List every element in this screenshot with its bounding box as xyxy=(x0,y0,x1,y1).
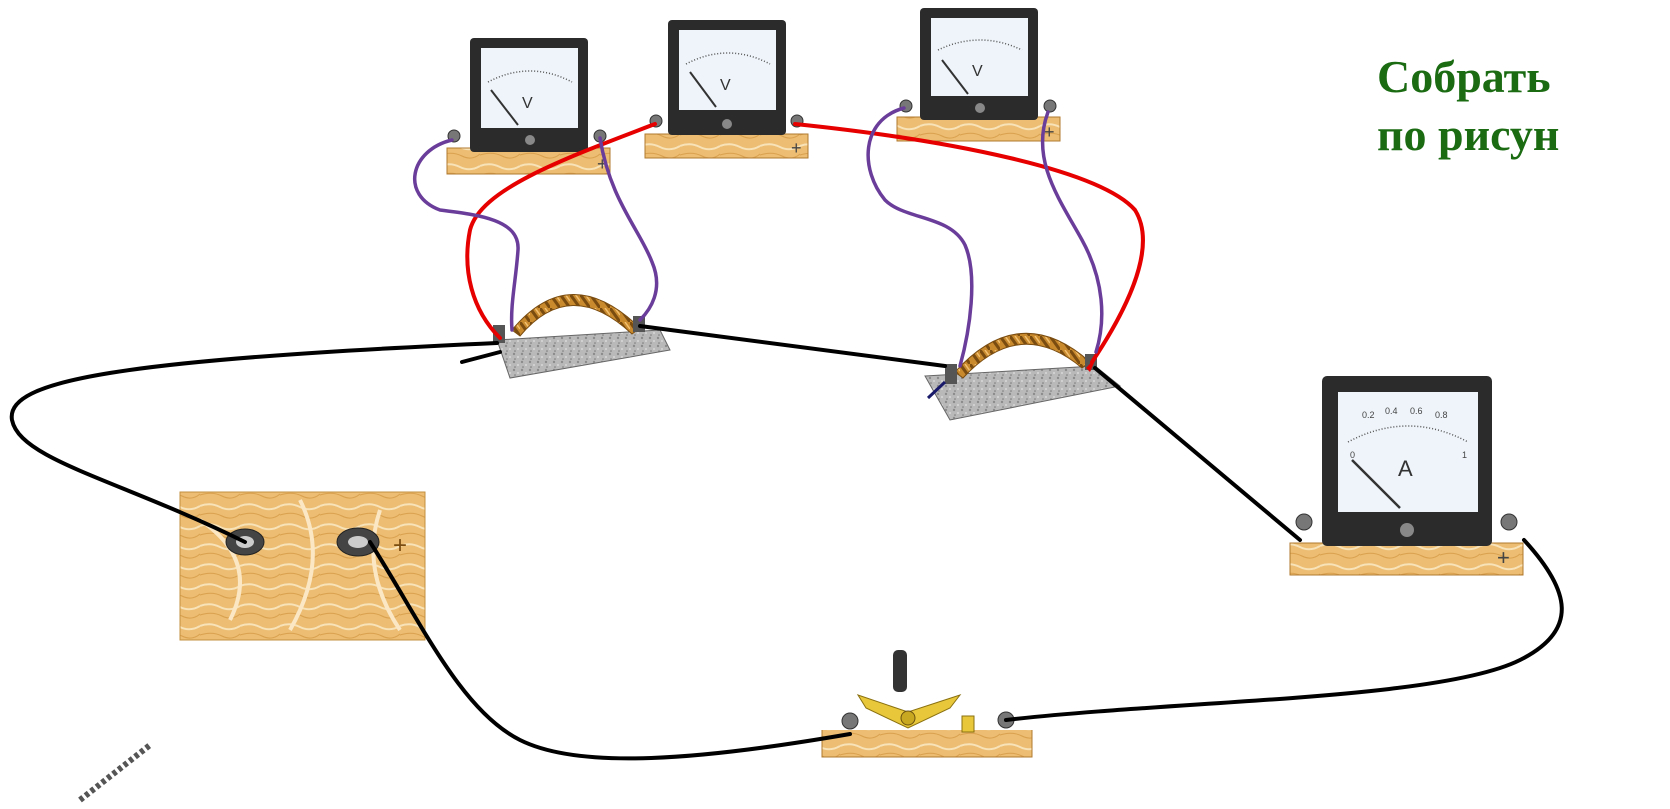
wire-switch-to-battery[interactable] xyxy=(368,540,852,761)
voltmeter-base xyxy=(644,133,809,159)
voltmeter-symbol: V xyxy=(972,63,983,80)
needle xyxy=(1351,459,1401,509)
wire-ammeter-to-switch[interactable] xyxy=(1004,538,1564,722)
voltmeter-symbol: V xyxy=(720,77,731,94)
resistor-coil-icon xyxy=(511,294,641,337)
scale-label: 0 xyxy=(1350,450,1355,460)
plus-sign: + xyxy=(1497,545,1510,570)
battery-board xyxy=(179,491,426,641)
scale-label: 0.4 xyxy=(1385,406,1398,416)
resistor-base xyxy=(496,329,671,379)
plus-sign: + xyxy=(791,138,802,158)
zero-adjust xyxy=(975,103,985,113)
zero-adjust xyxy=(525,135,535,145)
ammeter-face xyxy=(1338,392,1478,512)
needle xyxy=(689,71,717,108)
terminal-right[interactable] xyxy=(1500,513,1518,531)
wood-grain xyxy=(198,499,402,632)
wire-v2-to-resistor2[interactable] xyxy=(793,122,1145,364)
voltmeter-1[interactable]: V + xyxy=(446,38,611,175)
voltmeter-2[interactable]: V + xyxy=(644,20,809,159)
voltmeter-face xyxy=(481,48,578,128)
scale-label: 0.8 xyxy=(1435,410,1448,420)
resistor-base xyxy=(924,365,1122,421)
wire-resistor2-dark-stub xyxy=(926,380,947,400)
voltmeter-purple-wires xyxy=(412,106,1104,368)
wire-v1-right-to-resistor1[interactable] xyxy=(598,136,659,322)
voltmeter-base xyxy=(896,116,1061,142)
scale-label: 1 xyxy=(1462,450,1467,460)
main-circuit-wires xyxy=(9,324,1564,761)
battery-box-icon[interactable]: + xyxy=(179,491,426,641)
terminal-left[interactable] xyxy=(1295,513,1313,531)
resistor-1[interactable] xyxy=(493,294,671,379)
wire-resistor1-stub[interactable] xyxy=(460,350,502,364)
zero-adjust xyxy=(722,119,732,129)
voltmeter-face xyxy=(931,18,1028,96)
voltmeter-red-wires xyxy=(465,122,1145,372)
instruction-line-2: по рисун xyxy=(1377,109,1560,160)
terminal-left[interactable] xyxy=(945,364,957,384)
wire-v3-right-to-resistor2[interactable] xyxy=(1040,110,1104,354)
wire-battery-neg-to-resistor1[interactable] xyxy=(9,341,499,544)
scale-arc xyxy=(937,39,1023,51)
scale-arc xyxy=(685,52,771,65)
wire-resistor2-to-ammeter[interactable] xyxy=(1093,366,1302,542)
wire-v2-to-resistor1[interactable] xyxy=(465,122,657,340)
plus-sign: + xyxy=(597,154,608,174)
voltmeter-symbol: V xyxy=(522,95,533,112)
scale-label: 0.6 xyxy=(1410,406,1423,416)
wire-resistor1-to-resistor2[interactable] xyxy=(638,324,947,368)
partial-component-icon xyxy=(78,742,152,803)
ammeter[interactable]: 0.2 0.4 0.6 0.8 0 1 A + xyxy=(1289,376,1524,576)
ammeter-base xyxy=(1289,542,1524,576)
arrow-head xyxy=(1086,356,1097,372)
switch-handle[interactable] xyxy=(893,650,907,692)
plus-sign: + xyxy=(393,532,407,559)
wire-v3-left-to-resistor2[interactable] xyxy=(866,106,974,368)
ammeter-symbol: A xyxy=(1398,456,1413,481)
switch-base xyxy=(821,728,1033,758)
wire-v1-left-to-resistor1[interactable] xyxy=(412,138,520,332)
voltmeter-face xyxy=(679,30,776,110)
scale-arc xyxy=(487,70,573,83)
instruction-line-1: Собрать xyxy=(1377,51,1551,102)
knife-switch-icon[interactable] xyxy=(812,634,1044,758)
task-instruction: Собрать по рисун xyxy=(1377,48,1559,164)
voltmeter-3[interactable]: V + xyxy=(896,8,1061,142)
terminal-left[interactable] xyxy=(841,712,859,730)
needle xyxy=(941,59,969,95)
needle xyxy=(490,89,519,126)
terminal-left[interactable] xyxy=(493,325,505,343)
resistor-2[interactable] xyxy=(924,332,1122,421)
scale-label: 0.2 xyxy=(1362,410,1375,420)
terminal-right[interactable] xyxy=(1043,99,1057,113)
plus-sign: + xyxy=(1044,122,1055,142)
zero-adjust xyxy=(1400,523,1414,537)
